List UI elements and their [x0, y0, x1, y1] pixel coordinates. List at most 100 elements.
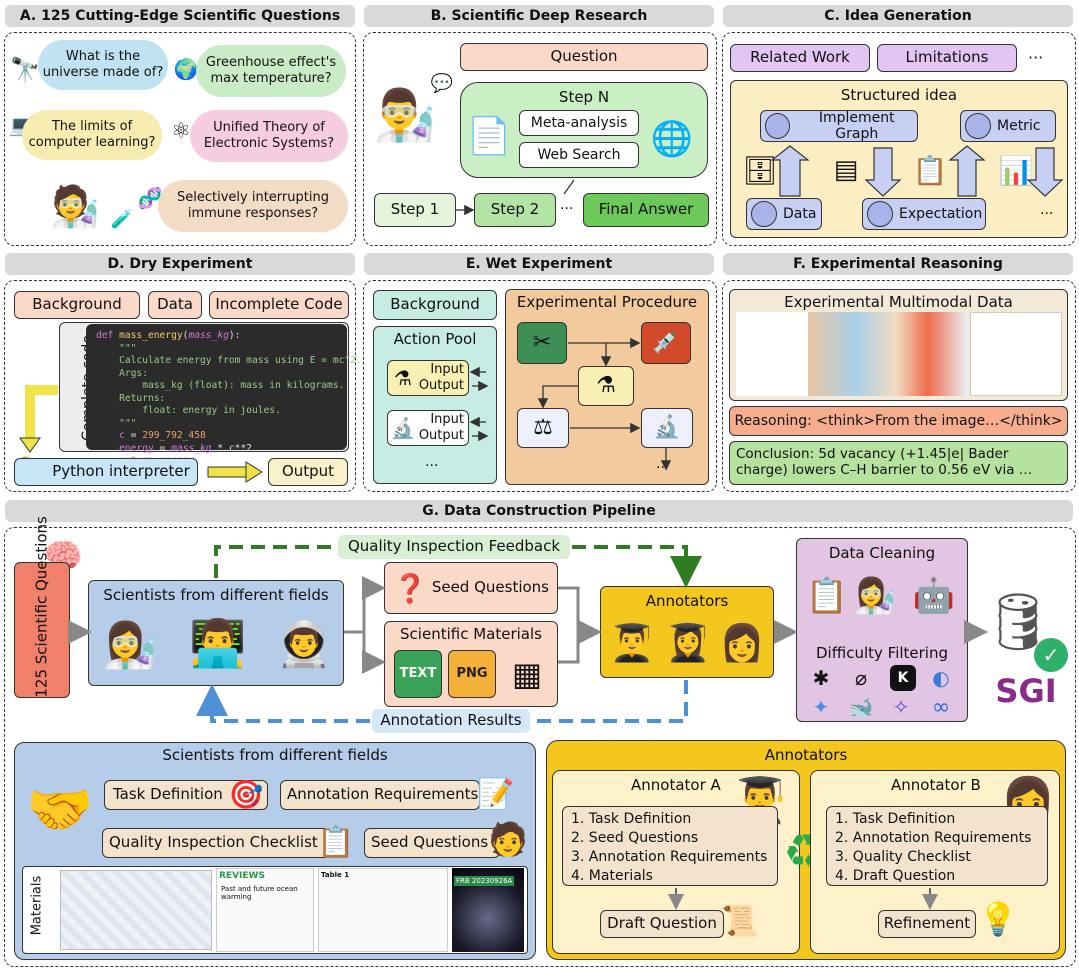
circuit-figure-thumb [60, 870, 212, 950]
more-dots-2: ··· [1040, 206, 1054, 222]
data-cleaning-label: Data Cleaning [828, 544, 936, 562]
microscope-icon: 🔬 [390, 416, 416, 440]
bottom-seed-questions-label: Seed Questions [371, 833, 489, 852]
question-cloud-immune: Selectively interrupting immune response… [158, 180, 348, 232]
panel-a-header: A. 125 Cutting-Edge Scientific Questions [5, 5, 355, 27]
atom-icon: ⚛ [171, 118, 191, 144]
task-definition-label: Task Definition [113, 785, 223, 804]
code-arg: mass_kg [188, 330, 229, 341]
conclusion-line-1: Conclusion: 5d vacancy (+1.45|e| Bader [736, 446, 1009, 463]
text-file-icon: TEXT [394, 650, 442, 698]
code-doc-line: Returns: [119, 392, 166, 404]
questions-125-box: 125 Scientific Questions [14, 517, 70, 698]
limitations-box: Limitations [877, 44, 1017, 72]
clipboard-icon: 📋 [912, 153, 948, 187]
spreadsheet-icon: ▦ [511, 655, 543, 693]
seed-questions-label: Seed Questions [431, 578, 549, 597]
student-laptop-icon: 👩‍🎓 [665, 623, 711, 664]
telescope-icon: 🔭 [10, 56, 40, 84]
question-marks-icon: ❓ [392, 571, 428, 605]
panel-c-header: C. Idea Generation [723, 5, 1073, 27]
output-box: Output [268, 458, 348, 486]
scientist-icon: 🧑‍🔬 [50, 183, 100, 230]
step-n-label: Step N [558, 88, 610, 106]
node-circle [751, 201, 777, 227]
sgi-logo: SGI [995, 672, 1057, 710]
graduate-icon: 👨‍🎓 [609, 623, 655, 664]
scientific-materials-label: Scientific Materials [400, 625, 542, 643]
panel-e-header: E. Wet Experiment [364, 253, 714, 275]
annotator-b-list: 1. Task Definition 2. Annotation Require… [826, 806, 1048, 886]
action-pool-dots: ··· [425, 458, 439, 474]
metric-box: Metric [960, 110, 1056, 142]
code-arg: mass_kg [171, 442, 212, 454]
step-dots: ··· [560, 201, 574, 217]
question-cloud-unified: Unified Theory of Electronic Systems? [190, 110, 348, 162]
code-doc-line: float: energy in joules. [142, 405, 281, 416]
panel-e [363, 280, 717, 492]
paper-title: Past and future ocean warming [221, 885, 298, 901]
professor-icon: 👨‍🔬 [373, 85, 437, 144]
annotation-requirements-label: Annotation Requirements [287, 785, 479, 804]
document-search-icon: 📄 [466, 116, 512, 157]
web-browser-icon: 🌐 [650, 119, 694, 159]
final-answer-box: Final Answer [583, 193, 709, 227]
checklist-pen-icon: 📝 [477, 776, 515, 812]
thinking-person-icon: 🧑 [488, 820, 528, 858]
quality-checklist-label: Quality Inspection Checklist [109, 833, 318, 852]
idea-chat-icon: 💡 [978, 900, 1018, 938]
copilot-logo-icon: ◐ [932, 666, 950, 690]
table-thumb: Table 1 [318, 868, 448, 952]
question-immune: Selectively interrupting immune response… [177, 190, 329, 221]
question-cloud-universe: What is the universe made of? [38, 40, 168, 90]
model-logo-icon: ⌀ [854, 666, 868, 690]
code-expr: * c**2 [211, 442, 252, 454]
tweezers-step: ✂ [517, 322, 567, 364]
code-docstring-close: """ [119, 417, 137, 429]
question-computer: The limits of computer learning? [28, 119, 156, 150]
heatmap-image [808, 312, 968, 396]
data-box: Data [148, 291, 202, 319]
code-keyword-def: def [96, 330, 120, 341]
frb-label: FRB 20230926A [454, 876, 515, 886]
scientists-box: Scientists from different fields [88, 580, 344, 686]
reviews-paper-thumb: REVIEWS Past and future ocean warming [216, 868, 314, 952]
target-icon: 🎯 [228, 777, 264, 811]
meta-logo-icon: ∞ [931, 694, 951, 720]
scientist-cleaning-icon: 👩‍🔬 [853, 576, 897, 616]
instrument-step: ⚖ [517, 408, 569, 448]
seed-questions-box: Seed Questions [384, 562, 558, 614]
annotator-b-label: Annotator B [891, 776, 981, 794]
annotators-label: Annotators [645, 592, 729, 610]
png-file-icon: PNG [448, 650, 496, 698]
panel-g-header: G. Data Construction Pipeline [5, 500, 1073, 522]
refinement-box: Refinement [878, 910, 976, 938]
annotation-results-label: Annotation Results [372, 709, 530, 733]
data-cleaning-box: Data Cleaning [796, 538, 968, 722]
vial-step: 💉 [641, 322, 691, 364]
scientist-woman-icon: 👩‍🔬 [102, 620, 158, 671]
draft-question-label: Draft Question [607, 914, 717, 933]
difficulty-filtering-label: Difficulty Filtering [815, 644, 948, 662]
flask-icon: 🧪 [110, 208, 134, 230]
question-cloud-greenhouse: Greenhouse effect's max temperature? [196, 45, 346, 97]
conclusion-line-2: charge) lowers C–H barrier to 0.56 eV vi… [736, 462, 1033, 478]
action-output-label: Output [418, 378, 464, 393]
bar-chart-icon: 📊 [998, 153, 1034, 187]
scientists-label: Scientists from different fields [103, 586, 329, 604]
data-node-label: Data [783, 205, 817, 222]
panel-d [4, 280, 356, 492]
annotator-b-item: 2. Annotation Requirements [835, 830, 1032, 846]
scroll-pen-icon: 📜 [721, 903, 759, 939]
step-2-box: Step 2 [474, 193, 556, 227]
openai-logo-icon: ✱ [812, 666, 830, 690]
implement-graph-label: Implement Graph [818, 109, 895, 142]
annotator-a-list: 1. Task Definition 2. Seed Questions 3. … [562, 806, 778, 886]
expectation-box: Expectation [862, 198, 986, 230]
step-1-box: Step 1 [374, 193, 456, 227]
astronaut-icon: 👨‍🚀 [276, 619, 332, 670]
engineer-icon: 👨‍💻 [189, 615, 247, 670]
